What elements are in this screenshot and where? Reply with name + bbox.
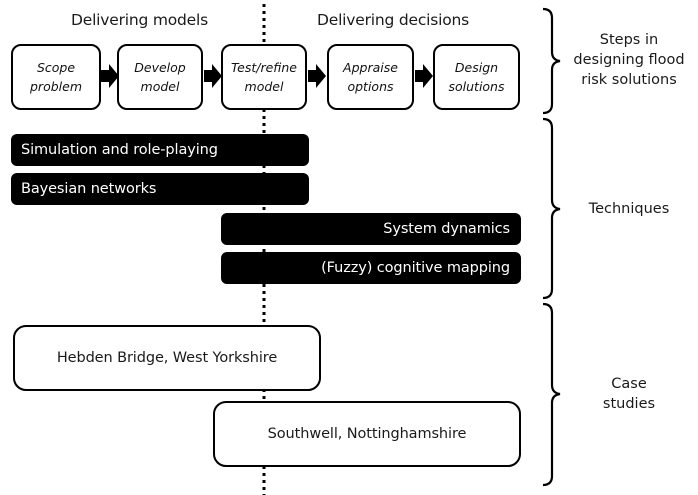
arrow-right-icon (204, 64, 222, 88)
step-text-line2: problem (30, 79, 82, 94)
brace-techniques (542, 117, 561, 300)
group-label-line: Case (611, 376, 647, 392)
step-text-line1: Scope (36, 60, 76, 75)
group-label-case-studies: Case studies (565, 374, 693, 414)
case-study-label: Southwell, Nottinghamshire (267, 426, 467, 442)
group-label-techniques: Techniques (565, 199, 693, 219)
step-text-line1: Test/refine (231, 60, 297, 75)
step-text-line2: solutions (448, 79, 505, 94)
technique-fuzzy-cognitive-mapping: (Fuzzy) cognitive mapping (221, 252, 521, 284)
arrow-right-icon (415, 64, 433, 88)
step-test-refine-model: Test/refine model (221, 44, 307, 110)
step-develop-model: Develop model (117, 44, 203, 110)
group-label-line: studies (602, 396, 656, 412)
technique-simulation-role-playing: Simulation and role-playing (11, 134, 309, 166)
step-text-line1: Design (454, 60, 499, 75)
case-study-hebden-bridge: Hebden Bridge, West Yorkshire (13, 325, 321, 391)
brace-case-studies (542, 302, 561, 487)
technique-label: System dynamics (383, 221, 510, 237)
technique-label: Simulation and role-playing (21, 142, 218, 158)
technique-system-dynamics: System dynamics (221, 213, 521, 245)
technique-label: (Fuzzy) cognitive mapping (321, 260, 510, 276)
step-scope-problem: Scope problem (11, 44, 101, 110)
step-text-line1: Develop (134, 60, 186, 75)
case-study-southwell: Southwell, Nottinghamshire (213, 401, 521, 467)
technique-bayesian-networks: Bayesian networks (11, 173, 309, 205)
group-label-line: Steps in (599, 32, 659, 48)
group-label-steps: Steps in designing flood risk solutions (565, 30, 693, 90)
step-text-line2: model (140, 79, 180, 94)
brace-steps (542, 7, 561, 115)
step-text-line1: Appraise (343, 60, 398, 75)
step-appraise-options: Appraise options (327, 44, 414, 110)
phase-heading-delivering-models: Delivering models (71, 11, 209, 29)
step-design-solutions: Design solutions (433, 44, 520, 110)
arrow-right-icon (101, 64, 119, 88)
group-label-line: designing flood (573, 52, 685, 68)
group-label-line: risk solutions (581, 72, 677, 88)
step-text-line2: model (244, 79, 284, 94)
technique-label: Bayesian networks (21, 181, 157, 197)
arrow-right-icon (308, 64, 326, 88)
group-label-line: Techniques (588, 201, 670, 217)
case-study-label: Hebden Bridge, West Yorkshire (56, 350, 278, 366)
step-text-line2: options (347, 79, 394, 94)
phase-heading-delivering-decisions: Delivering decisions (317, 11, 470, 29)
